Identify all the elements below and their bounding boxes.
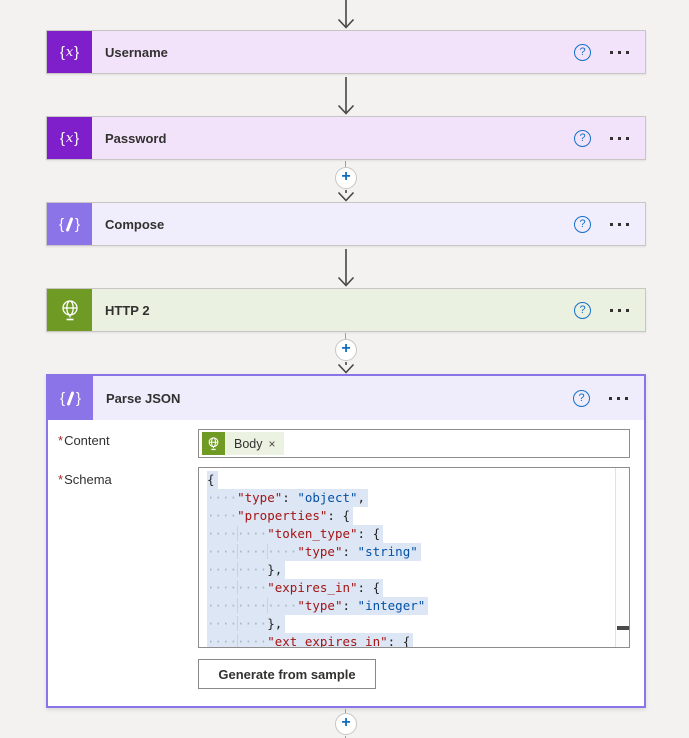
scrollbar-thumb[interactable] [617,626,629,630]
action-compose[interactable]: {} Compose ? [46,202,646,246]
content-input[interactable]: Body × [198,429,630,458]
connector-arrowhead [337,190,355,202]
more-options-icon[interactable] [608,305,631,316]
required-marker: * [58,433,64,448]
connector-dash [345,161,346,167]
connector-arrowhead [337,362,355,374]
token-label: Body [234,436,263,451]
connector-arrow [337,77,355,115]
variable-icon: {x} [47,31,92,73]
globe-icon [47,289,92,331]
data-operation-icon: {} [47,203,92,245]
connector-arrow [337,249,355,287]
action-title: Username [105,44,168,60]
action-parse-json-card: {} Parse JSON ? *Content [46,374,646,708]
insert-step-button[interactable]: + [335,713,357,735]
insert-step-button[interactable]: + [335,167,357,189]
more-options-icon[interactable] [608,133,631,144]
action-username[interactable]: {x} Username ? [46,30,646,74]
connector-dash [345,333,346,339]
data-operation-icon: {} [48,376,93,420]
connector-arrow [337,0,355,29]
schema-field-label: *Schema [58,472,112,487]
variable-icon: {x} [47,117,92,159]
editor-scrollbar[interactable] [615,468,629,647]
connector-dash [345,709,346,713]
help-icon[interactable]: ? [574,129,591,147]
content-field-label: *Content [58,433,110,448]
schema-code-editor[interactable]: {····"type": "object",····"properties": … [198,467,630,648]
action-password[interactable]: {x} Password ? [46,116,646,160]
body-token[interactable]: Body × [202,432,284,455]
action-title: Password [105,130,167,146]
action-http2[interactable]: HTTP 2 ? [46,288,646,332]
required-marker: * [58,472,64,487]
help-icon[interactable]: ? [573,389,590,407]
parse-json-header[interactable]: {} Parse JSON ? [48,376,644,420]
globe-icon [202,432,225,455]
slash-glyph [67,391,74,405]
insert-step-button[interactable]: + [335,339,357,361]
more-options-icon[interactable] [608,219,631,230]
action-title: HTTP 2 [105,302,150,318]
schema-code: {····"type": "object",····"properties": … [207,471,615,647]
slash-glyph [66,217,73,231]
help-icon[interactable]: ? [574,215,591,233]
help-icon[interactable]: ? [574,43,591,61]
help-icon[interactable]: ? [574,301,591,319]
connector-dash [345,736,346,738]
card-title: Parse JSON [106,390,181,406]
more-options-icon[interactable] [608,47,631,58]
remove-token-icon[interactable]: × [268,436,276,451]
action-title: Compose [105,216,165,232]
more-options-icon[interactable] [607,393,630,404]
generate-from-sample-button[interactable]: Generate from sample [198,659,376,689]
